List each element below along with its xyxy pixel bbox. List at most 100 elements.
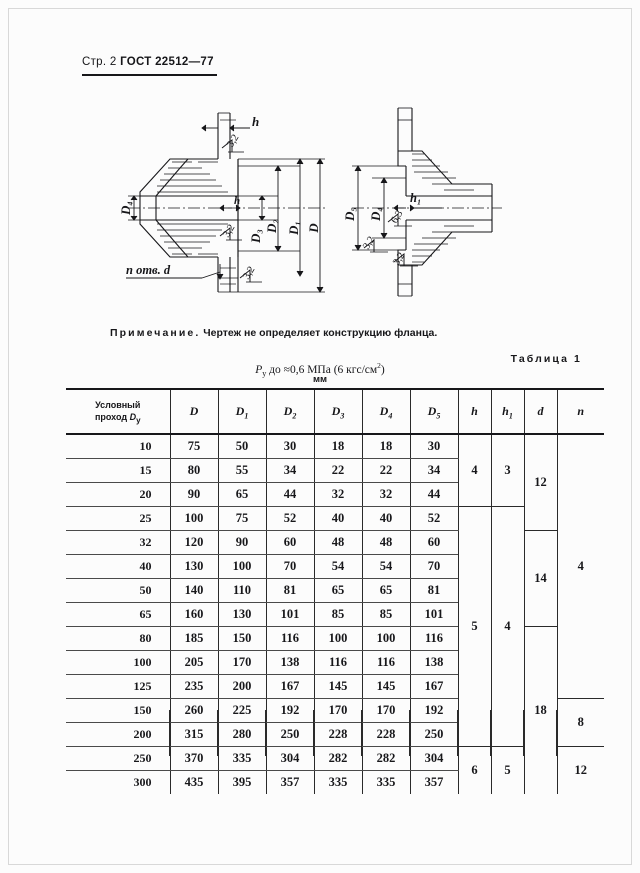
cell-dy: 25 <box>66 506 171 531</box>
cell-d2: 304 <box>265 746 315 771</box>
col-header-d1-main: D <box>235 404 245 418</box>
cell-d3: 282 <box>313 746 363 771</box>
cell-dy: 50 <box>66 578 171 603</box>
cell-dy: 200 <box>66 722 171 747</box>
cell-dy: 100 <box>66 650 171 675</box>
cell-d3: 32 <box>313 482 363 507</box>
units-label: мм <box>312 374 328 385</box>
col-header-h: h <box>457 388 492 435</box>
dim-label-d1: D₁ <box>286 221 301 236</box>
col-header-h1-main: h <box>502 404 509 418</box>
cell-d: 100 <box>169 506 219 531</box>
cell-h1: 4 <box>490 506 524 747</box>
dimensions-table: Условный проход Dу D D1 D2 D3 D4 D5 h h1… <box>66 388 604 794</box>
col-header-d-hole: d <box>523 388 558 435</box>
cell-d: 260 <box>169 698 219 723</box>
cell-d2: 70 <box>265 554 315 579</box>
dimensions-table-wrapper: Условный проход Dу D D1 D2 D3 D4 D5 h h1… <box>66 388 604 794</box>
cell-dy: 15 <box>66 458 171 483</box>
col-header-d4-main: D <box>379 404 389 418</box>
cell-d2: 60 <box>265 530 315 555</box>
cell-d5: 192 <box>409 698 459 723</box>
col-header-n: n <box>556 388 604 435</box>
cell-d: 120 <box>169 530 219 555</box>
cell-d: 435 <box>169 770 219 794</box>
cell-d3: 54 <box>313 554 363 579</box>
drawing-note: Примечание. Чертеж не определяет констру… <box>110 327 437 339</box>
cell-d: 14 <box>523 530 557 627</box>
cell-d4: 65 <box>361 578 411 603</box>
cell-d1: 335 <box>217 746 267 771</box>
pressure-text: до ≈0,6 МПа (6 кгс/см <box>266 363 378 376</box>
cell-d2: 250 <box>265 722 315 747</box>
cell-d4: 100 <box>361 626 411 651</box>
cell-d2: 138 <box>265 650 315 675</box>
col-header-d3-main: D <box>331 404 341 418</box>
cell-dy: 65 <box>66 602 171 627</box>
col-header-d2: D2 <box>265 388 315 435</box>
col-header-d5: D5 <box>409 388 459 435</box>
dim-label-d4: D₄ <box>118 201 133 216</box>
cell-dy: 10 <box>66 434 171 459</box>
cell-d5: 44 <box>409 482 458 507</box>
table-caption: Таблица 1 <box>510 353 582 365</box>
cell-d4: 18 <box>361 434 411 459</box>
cell-d3: 65 <box>313 578 363 603</box>
cell-d: 160 <box>169 602 219 627</box>
page-header: Стр. 2 ГОСТ 22512—77 <box>82 56 214 68</box>
cell-d1: 130 <box>217 602 267 627</box>
cell-d2: 81 <box>265 578 315 603</box>
cell-d1: 280 <box>217 722 267 747</box>
cell-d: 75 <box>169 434 219 459</box>
cell-d3: 40 <box>313 506 363 531</box>
cell-d5: 167 <box>409 674 458 699</box>
cell-d4: 116 <box>361 650 411 675</box>
note-text: Чертеж не определяет конструкцию фланца. <box>203 327 438 339</box>
cell-d3: 100 <box>313 626 363 651</box>
cell-d3: 18 <box>313 434 363 459</box>
col-header-d3-sub: 3 <box>340 411 345 421</box>
col-header-d4-sub: 4 <box>388 411 393 421</box>
dim-label-h: h <box>252 114 259 129</box>
cell-d3: 48 <box>313 530 363 555</box>
cell-d2: 44 <box>265 482 315 507</box>
cell-d: 18 <box>523 626 557 794</box>
holes-label: n отв. d <box>126 263 171 277</box>
cell-d2: 52 <box>265 506 315 531</box>
cell-d1: 110 <box>217 578 267 603</box>
cell-d3: 85 <box>313 602 363 627</box>
dim-label-h1-right: h₁ <box>410 191 421 205</box>
cell-d3: 170 <box>313 698 363 723</box>
cell-d3: 22 <box>313 458 363 483</box>
dim-label-d: D <box>306 223 321 234</box>
col-header-d1-sub: 1 <box>244 411 249 421</box>
cell-d2: 34 <box>265 458 315 483</box>
roughness-label-32-right-a: 3,2 <box>361 235 377 252</box>
cell-d4: 228 <box>361 722 411 747</box>
cell-d4: 54 <box>361 554 411 579</box>
cell-d5: 357 <box>409 770 458 794</box>
cell-h: 6 <box>457 746 492 794</box>
flange-technical-drawing: h D₄ D₃ D₂ D₁ D h 3,2 3,2 3,2 n отв. d <box>110 96 530 306</box>
cell-d1: 200 <box>217 674 267 699</box>
cell-d: 12 <box>523 434 558 531</box>
col-header-d: D <box>169 388 219 435</box>
dim-label-h1-left: h <box>234 195 240 207</box>
cell-dy: 150 <box>66 698 171 723</box>
cell-d5: 52 <box>409 506 459 531</box>
cell-d: 315 <box>169 722 219 747</box>
roughness-label-63: 6,3 <box>389 209 405 226</box>
cell-d: 80 <box>169 458 219 483</box>
cell-d3: 116 <box>313 650 363 675</box>
cell-h1: 5 <box>490 746 525 794</box>
cell-d1: 65 <box>217 482 267 507</box>
cell-d1: 90 <box>217 530 267 555</box>
cell-d2: 357 <box>265 770 315 794</box>
